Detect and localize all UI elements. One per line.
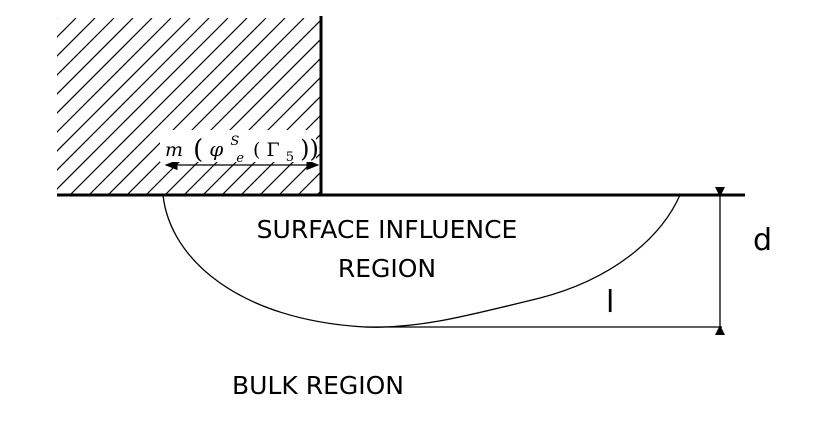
hatch-line	[316, 190, 321, 195]
hatch-line	[57, 18, 96, 57]
hatch-line	[278, 152, 321, 195]
depth-arrow-bottom	[715, 325, 725, 335]
surface-region-label-line2: REGION	[338, 254, 436, 283]
length-label: l	[606, 285, 614, 320]
hatch-line	[57, 18, 153, 114]
hatch-line	[145, 19, 321, 195]
annotation-m: m	[165, 139, 183, 161]
bulk-region-label: BULK REGION	[232, 371, 404, 400]
annotation-superscript: S	[230, 134, 239, 149]
hatch-line	[164, 38, 321, 195]
width-annotation: m ( φ S e ( Γ 5 ))	[165, 128, 319, 167]
hatch-line	[57, 18, 191, 152]
annotation-background	[160, 130, 316, 162]
hatch-line	[57, 18, 172, 133]
annotation-gamma-subscript: 5	[286, 150, 294, 165]
hatch-line	[202, 76, 321, 195]
annotation-gamma: Γ	[267, 139, 280, 161]
hatch-line	[107, 18, 286, 195]
hatch-line	[240, 114, 321, 195]
hatch-line	[69, 18, 248, 195]
surface-region-label-line1: SURFACE INFLUENCE	[257, 215, 518, 244]
annotation-inner-open: (	[253, 139, 260, 161]
hatched-block	[57, 18, 513, 195]
annotation-phi: φ	[209, 137, 223, 161]
hatch-line	[259, 133, 321, 195]
depth-arrow-top	[715, 187, 725, 197]
hatch-line	[57, 18, 229, 190]
hatch-line	[57, 18, 134, 95]
hatch-line	[57, 18, 210, 171]
hatch-line	[336, 18, 513, 195]
hatch-line	[221, 95, 321, 195]
hatch-line	[126, 18, 305, 195]
hatch-line	[57, 18, 115, 76]
annotation-open-paren: (	[193, 135, 203, 165]
hatch-line	[57, 18, 58, 19]
annotation-subscript: e	[236, 151, 244, 166]
influence-region-boundary	[162, 194, 681, 328]
hatch-line	[183, 57, 321, 195]
hatch-line	[88, 18, 267, 195]
annotation-close: ))	[300, 135, 319, 163]
depth-label: d	[753, 223, 772, 258]
hatch-line	[297, 171, 321, 195]
hatch-line	[57, 18, 77, 38]
